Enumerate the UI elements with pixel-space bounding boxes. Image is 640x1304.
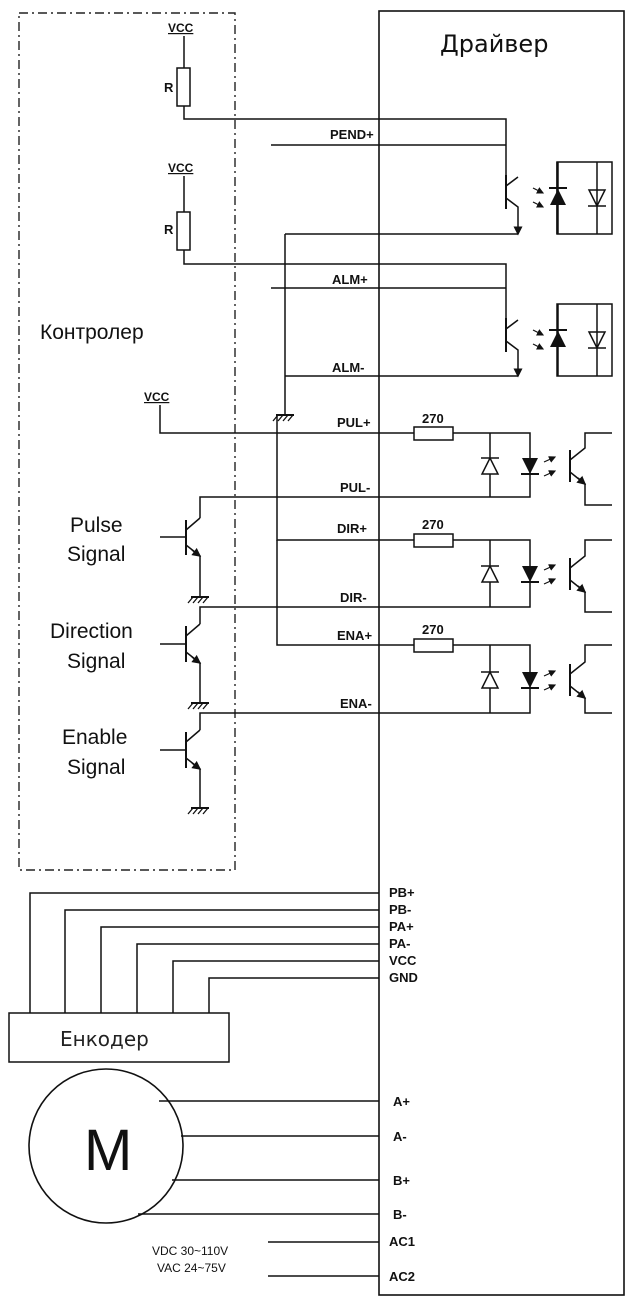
- supply-vdc-label: VDC 30~110V: [152, 1244, 228, 1258]
- driver-title: Драйвер: [440, 30, 548, 58]
- controller-title: Контролер: [40, 321, 144, 344]
- encoder-pin-gnd: GND: [389, 970, 418, 985]
- signal-label-pul-plus: PUL+: [337, 415, 371, 430]
- ground-symbol: [272, 414, 295, 422]
- resistor-label: R: [164, 222, 174, 237]
- input-resistor: [413, 426, 454, 441]
- input-label-enable: Enable: [62, 726, 127, 749]
- encoder-pin-pa-plus: PA+: [389, 919, 414, 934]
- input-label-pulse: Pulse: [70, 514, 123, 537]
- encoder-pin-pb-minus: PB-: [389, 902, 411, 917]
- power-pin-ac1: AC1: [389, 1234, 415, 1249]
- input-label-pulse-signal: Signal: [67, 543, 125, 566]
- dir-input-circuit: DIR+ 270 DIR- Direction Signal: [50, 415, 612, 710]
- signal-label-ena-plus: ENA+: [337, 628, 372, 643]
- pullup-resistor: [176, 211, 191, 251]
- vcc-label: VCC: [168, 21, 194, 35]
- motor-pin-b-plus: B+: [393, 1173, 410, 1188]
- driver-boundary: [378, 10, 625, 1296]
- input-label-enable-signal: Signal: [67, 756, 125, 779]
- signal-label-alm-minus: ALM-: [332, 360, 365, 375]
- signal-label-alm-plus: ALM+: [332, 272, 368, 287]
- input-resistor: [413, 533, 454, 548]
- controller-boundary: [18, 12, 236, 871]
- motor-label: M: [84, 1118, 132, 1183]
- motor-pin-b-minus: B-: [393, 1207, 407, 1222]
- motor-pin-a-plus: A+: [393, 1094, 410, 1109]
- vcc-label: VCC: [168, 161, 194, 175]
- pend-output-circuit: VCC R PEND+: [164, 21, 613, 236]
- motor-wiring: A+ A- B+ B-: [138, 1094, 410, 1222]
- input-label-direction-signal: Signal: [67, 650, 125, 673]
- encoder-pin-pa-minus: PA-: [389, 936, 410, 951]
- ena-input-circuit: ENA+ 270 ENA- Enable Signal: [62, 540, 612, 815]
- vcc-label: VCC: [144, 390, 170, 404]
- motor-pin-a-minus: A-: [393, 1129, 407, 1144]
- pullup-resistor: [176, 67, 191, 107]
- encoder-box: [8, 1012, 230, 1063]
- encoder-pin-vcc: VCC: [389, 953, 417, 968]
- alm-output-circuit: VCC R ALM+ ALM-: [164, 161, 613, 378]
- resistor-label: R: [164, 80, 174, 95]
- encoder-pin-pb-plus: PB+: [389, 885, 415, 900]
- pul-input-circuit: VCC PUL+ 270 PUL- Pulse Signal: [67, 390, 612, 604]
- power-pin-ac2: AC2: [389, 1269, 415, 1284]
- input-resistor: [413, 638, 454, 653]
- signal-label-pend-plus: PEND+: [330, 127, 374, 142]
- signal-label-pul-minus: PUL-: [340, 480, 370, 495]
- supply-vac-label: VAC 24~75V: [157, 1261, 226, 1275]
- signal-label-dir-plus: DIR+: [337, 521, 367, 536]
- resistor-value: 270: [422, 517, 444, 532]
- power-wiring: AC1 AC2 VDC 30~110V VAC 24~75V: [152, 1234, 415, 1284]
- input-label-direction: Direction: [50, 620, 133, 643]
- motor-symbol: [28, 1068, 184, 1224]
- encoder-wiring: PB+ PB- PA+ PA- VCC GND: [29, 885, 418, 1013]
- encoder-label: Енкодер: [60, 1027, 149, 1051]
- signal-label-dir-minus: DIR-: [340, 590, 367, 605]
- resistor-value: 270: [422, 411, 444, 426]
- resistor-value: 270: [422, 622, 444, 637]
- signal-label-ena-minus: ENA-: [340, 696, 372, 711]
